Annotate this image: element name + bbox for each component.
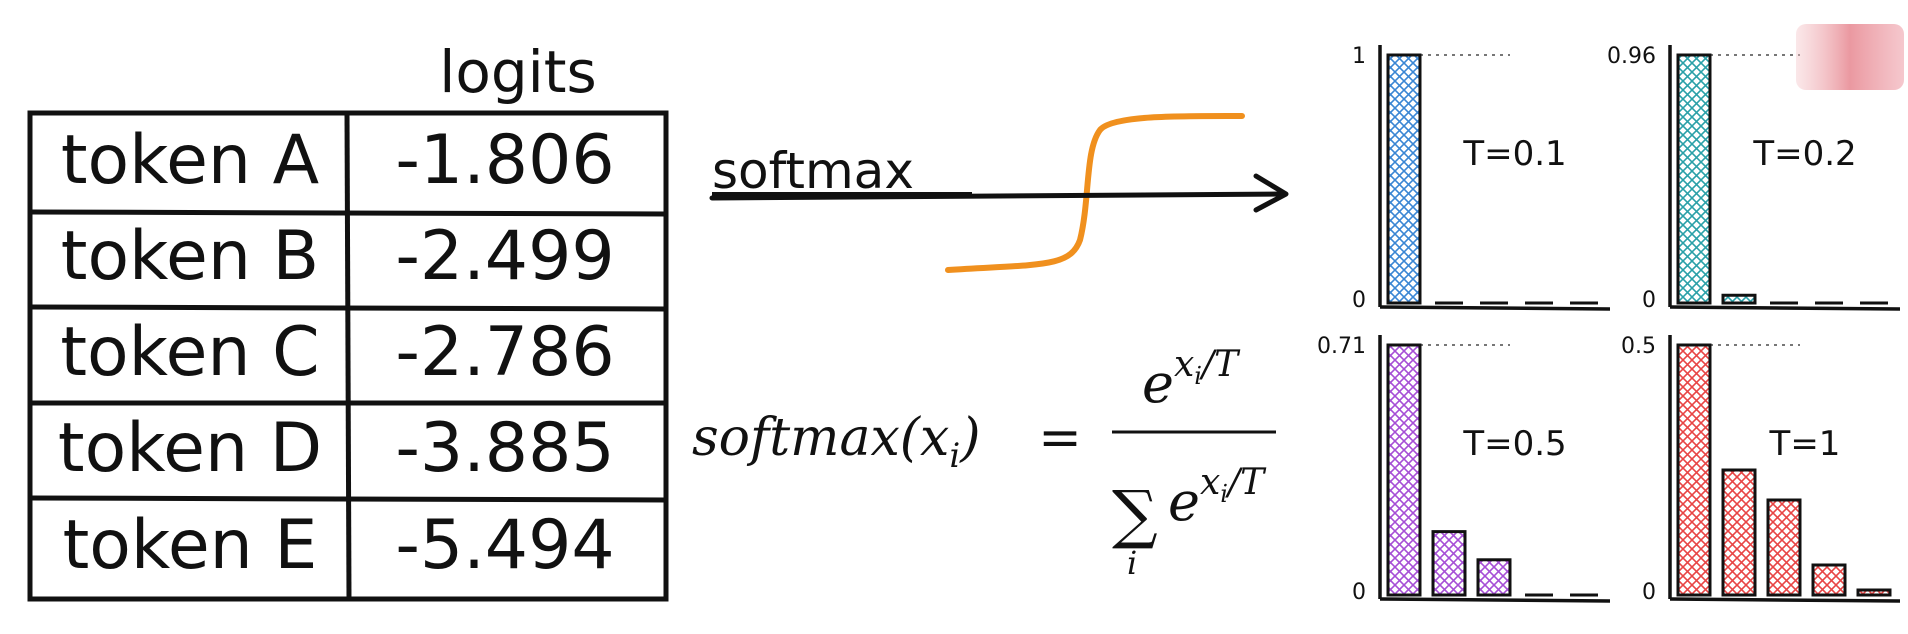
bar	[1476, 558, 1512, 597]
bar	[1811, 563, 1847, 597]
y-tick-label: 0	[1352, 580, 1366, 605]
table-row-divider	[29, 495, 667, 503]
blurred-smudge	[1796, 24, 1904, 90]
bar	[1676, 343, 1712, 597]
y-tick-label: 0.96	[1607, 44, 1656, 69]
formula-denominator: exi/T	[1168, 462, 1267, 533]
bar-chart-panel: 0.71 0 T=0.5	[1317, 334, 1611, 605]
y-tick-label: 1	[1352, 44, 1366, 69]
logit-value: -2.786	[395, 313, 614, 392]
formula-lhs: softmax(xi)	[692, 408, 981, 476]
arrow-shaft	[709, 191, 1285, 201]
bar	[1766, 498, 1802, 597]
formula-sum-symbol: ∑	[1112, 478, 1158, 552]
y-tick-label: 0	[1642, 288, 1656, 313]
chart-title: T=0.1	[1462, 134, 1566, 174]
bar	[1431, 530, 1467, 597]
x-axis	[1379, 305, 1611, 311]
y-tick-label: 0.5	[1621, 334, 1656, 359]
chart-title: T=0.5	[1462, 424, 1566, 464]
logit-value: -2.499	[395, 217, 614, 296]
token-label: token C	[60, 313, 319, 392]
bar-chart-panel: 0.5 0 T=1	[1621, 334, 1901, 605]
bar	[1676, 53, 1712, 305]
token-label: token D	[58, 409, 322, 488]
formula-sum-index: i	[1127, 544, 1137, 582]
softmax-formula: softmax(xi) = exi/T ∑ i exi/T	[692, 344, 1276, 582]
token-label: token E	[63, 506, 318, 585]
table-row-divider	[29, 304, 667, 312]
y-tick-label: 0.71	[1317, 334, 1366, 359]
bar	[1721, 293, 1757, 305]
x-axis	[1379, 597, 1611, 603]
logits-header: logits	[439, 38, 597, 106]
y-tick-label: 0	[1352, 288, 1366, 313]
y-tick-label: 0	[1642, 580, 1656, 605]
softmax-arrow-label: softmax	[712, 142, 914, 200]
bar	[1386, 343, 1422, 597]
chart-title: T=0.2	[1752, 134, 1856, 174]
bar	[1721, 468, 1757, 597]
table-row-divider	[29, 209, 667, 217]
sigmoid-curve	[945, 112, 1245, 273]
arrow-head-icon	[1253, 173, 1289, 213]
token-label: token A	[61, 121, 319, 200]
token-label: token B	[61, 217, 319, 296]
formula-numerator: exi/T	[1142, 344, 1241, 415]
bar	[1386, 53, 1422, 305]
bar	[1856, 588, 1892, 597]
chart-title: T=1	[1769, 424, 1841, 464]
formula-equals: =	[1038, 408, 1082, 468]
logits-table: logits token A -1.806 token B -2.499 tok…	[27, 38, 669, 602]
x-axis	[1669, 597, 1901, 603]
logit-value: -1.806	[395, 121, 614, 200]
bar-chart-panel: 0.96 0 T=0.2	[1607, 44, 1901, 313]
logit-value: -3.885	[395, 409, 614, 488]
logit-value: -5.494	[395, 506, 614, 585]
table-column-divider	[344, 112, 352, 600]
softmax-arrow: softmax	[709, 112, 1289, 273]
x-axis	[1669, 305, 1901, 311]
bar-chart-panel: 1 0 T=0.1	[1352, 44, 1611, 313]
